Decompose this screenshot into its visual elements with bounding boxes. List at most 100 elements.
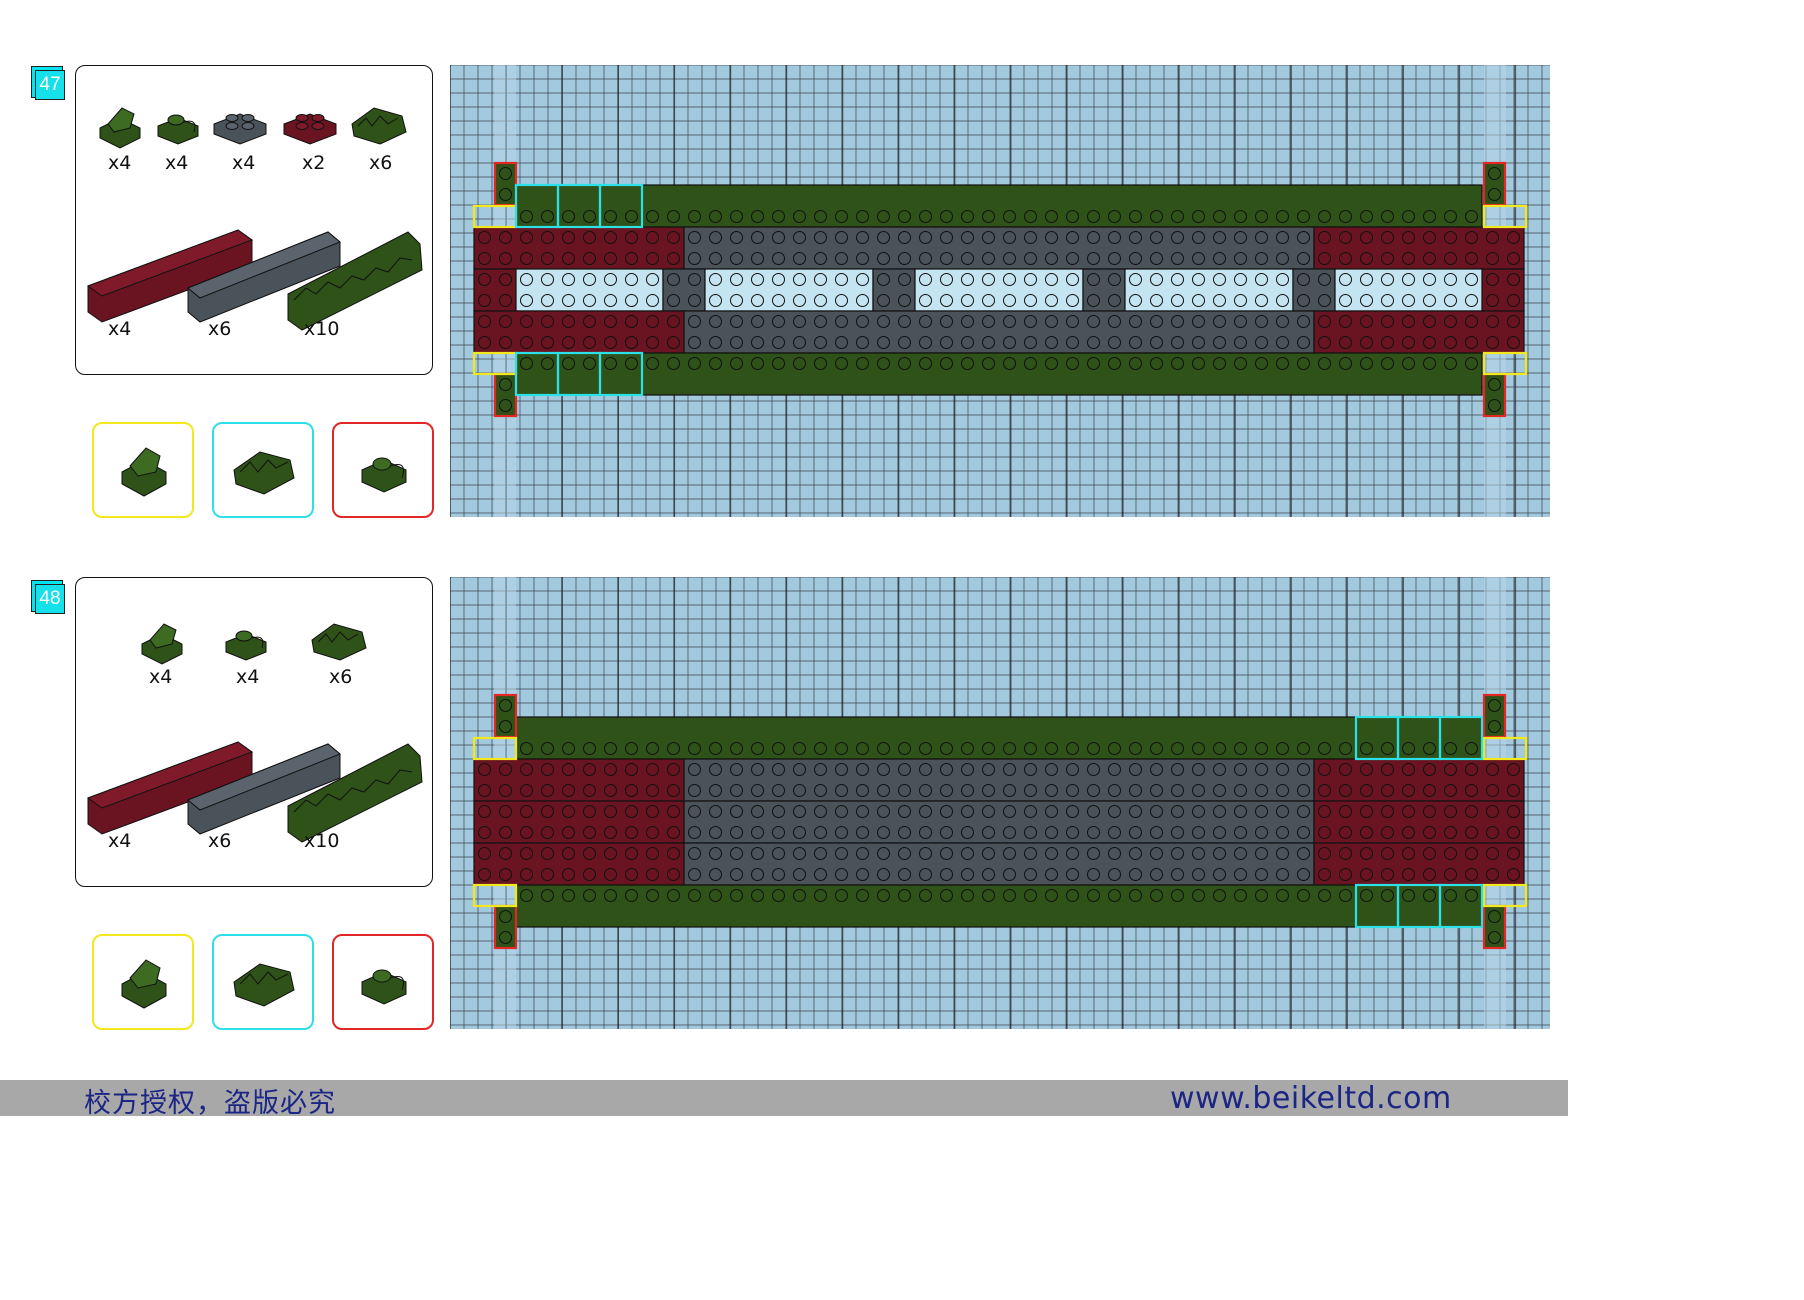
green-rockery-row: [515, 352, 1483, 396]
dark-red-brick: [473, 268, 517, 312]
dark-green-rockery-brick-icon: [311, 623, 367, 661]
dark-gray-brick: [683, 226, 1315, 270]
green-rockery-row: [515, 184, 1483, 228]
step-number-badge: 47: [31, 66, 65, 100]
highlight-cyan: [1438, 715, 1484, 761]
part-qty: x10: [304, 830, 340, 852]
dark-gray-2x2-plate-icon: [213, 113, 267, 145]
dark-red-brick: [1313, 842, 1525, 886]
clip-plate-icon: [361, 457, 407, 493]
dark-red-long-brick-icon: [86, 229, 254, 323]
part-qty: x4: [236, 666, 260, 688]
highlight-yellow: [1482, 883, 1528, 908]
green-clip-plate: [1483, 694, 1506, 738]
part-qty: x6: [329, 666, 353, 688]
build-diagram-step-48: [450, 577, 1550, 1029]
clip-plate-icon: [361, 969, 407, 1005]
dark-gray-brick: [662, 268, 706, 312]
highlight-yellow: [472, 736, 518, 761]
dark-green-slope-brick-icon: [141, 623, 183, 665]
build-diagram-step-47: [450, 65, 1550, 517]
dark-red-brick: [1313, 800, 1525, 844]
part-qty: x4: [149, 666, 173, 688]
dark-gray-brick: [1082, 268, 1126, 312]
part-qty: x4: [108, 318, 132, 340]
highlight-yellow: [1482, 204, 1528, 229]
dark-gray-long-brick-icon: [187, 743, 341, 835]
light-blue-tile: [515, 268, 664, 312]
dark-red-brick: [473, 758, 685, 802]
website-url: www.beikeltd.com: [1170, 1081, 1452, 1116]
parts-illustrations: [86, 623, 423, 843]
callout-cyan: [212, 422, 314, 518]
dark-red-brick: [473, 842, 685, 886]
dark-red-brick: [1313, 310, 1525, 354]
light-blue-tile: [1334, 268, 1483, 312]
part-qty: x10: [304, 318, 340, 340]
highlight-cyan: [1438, 883, 1484, 929]
footer-bar: [0, 1080, 1568, 1116]
rockery-brick-icon: [233, 451, 295, 495]
green-rockery-row: [515, 884, 1483, 928]
dark-red-brick: [1313, 226, 1525, 270]
green-clip-plate: [494, 905, 517, 949]
part-qty: x2: [302, 152, 326, 174]
step-number-badge: 48: [31, 580, 65, 614]
part-qty: x4: [165, 152, 189, 174]
dark-red-brick: [1313, 758, 1525, 802]
dark-green-rockery-long-brick-icon: [287, 743, 423, 843]
green-clip-plate: [494, 162, 517, 206]
dark-gray-brick: [683, 310, 1315, 354]
part-qty: x6: [369, 152, 393, 174]
dark-gray-long-brick-icon: [187, 231, 341, 323]
light-blue-tile: [704, 268, 874, 312]
slope-brick-icon: [121, 959, 167, 1009]
highlight-yellow: [1482, 351, 1528, 376]
parts-illustrations: [86, 107, 423, 331]
green-clip-plate: [1483, 162, 1506, 206]
light-blue-tile: [914, 268, 1084, 312]
step-number: 47: [35, 70, 65, 100]
step-number: 48: [35, 584, 65, 614]
dark-green-rockery-brick-icon: [351, 107, 407, 145]
dark-gray-brick: [872, 268, 916, 312]
highlight-cyan: [598, 351, 644, 397]
part-qty: x4: [108, 830, 132, 852]
copyright-notice: 校方授权，盗版必究: [84, 1088, 336, 1119]
dark-gray-brick: [683, 758, 1315, 802]
dark-red-brick: [1481, 268, 1525, 312]
dark-red-2x2-plate-icon: [283, 113, 337, 145]
green-clip-plate: [1483, 373, 1506, 417]
parts-list-panel-step-47: x4 x4 x4 x2 x6 x4 x6 x10: [75, 65, 433, 375]
part-qty: x4: [232, 152, 256, 174]
dark-red-brick: [473, 800, 685, 844]
highlight-yellow: [472, 883, 518, 908]
dark-green-clip-plate-icon: [225, 630, 267, 661]
callout-yellow: [92, 934, 194, 1030]
dark-green-clip-plate-icon: [157, 114, 199, 145]
green-clip-plate: [494, 373, 517, 417]
callout-red: [332, 422, 434, 518]
light-blue-tile: [1124, 268, 1294, 312]
dark-gray-brick: [683, 800, 1315, 844]
dark-red-brick: [473, 226, 685, 270]
callout-cyan: [212, 934, 314, 1030]
part-qty: x6: [208, 318, 232, 340]
dark-red-brick: [473, 310, 685, 354]
parts-list-panel-step-48: x4 x4 x6 x4 x6 x10: [75, 577, 433, 887]
dark-gray-brick: [1292, 268, 1336, 312]
callout-yellow: [92, 422, 194, 518]
green-clip-plate: [1483, 905, 1506, 949]
highlight-cyan: [598, 183, 644, 229]
highlight-yellow: [1482, 736, 1528, 761]
dark-green-rockery-long-brick-icon: [287, 231, 423, 331]
dark-green-slope-brick-icon: [99, 107, 141, 149]
green-clip-plate: [494, 694, 517, 738]
callout-red: [332, 934, 434, 1030]
green-rockery-row: [515, 716, 1483, 760]
slope-brick-icon: [121, 447, 167, 497]
part-qty: x6: [208, 830, 232, 852]
dark-gray-brick: [683, 842, 1315, 886]
part-qty: x4: [108, 152, 132, 174]
rockery-brick-icon: [233, 963, 295, 1007]
